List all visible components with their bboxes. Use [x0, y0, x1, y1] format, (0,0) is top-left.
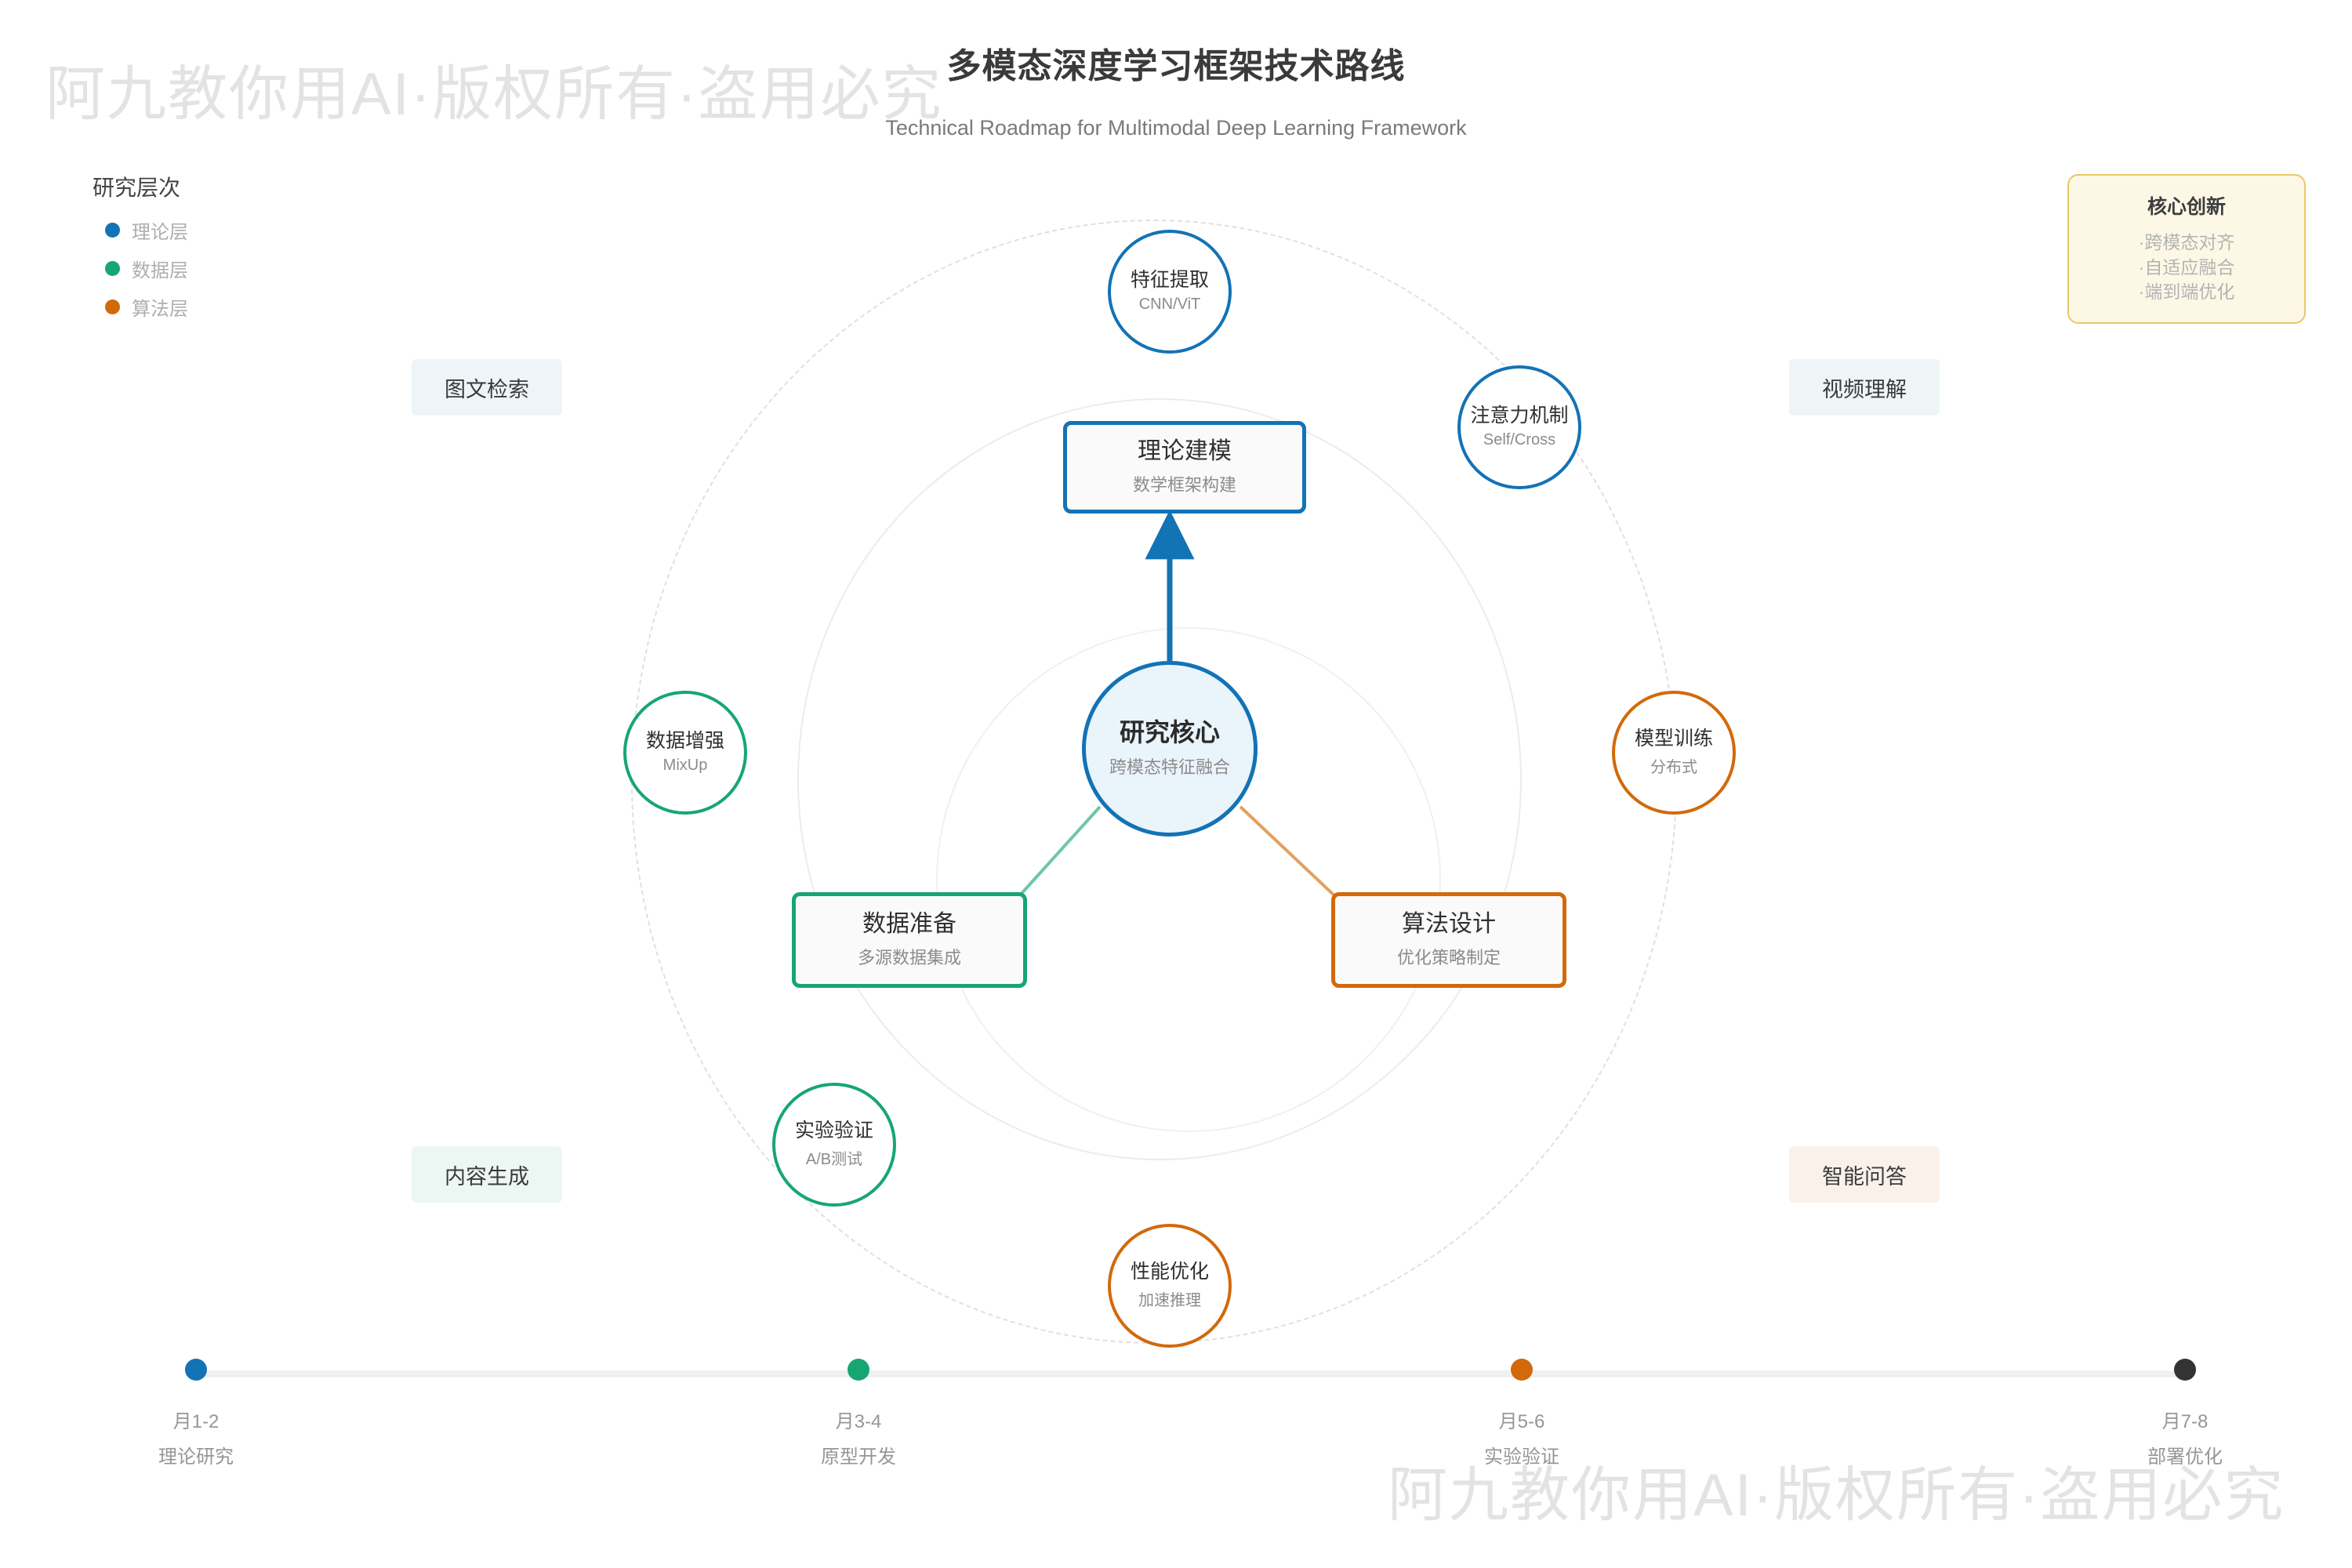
legend-item-label: 理论层: [132, 222, 188, 243]
timeline-period: 月7-8: [2161, 1411, 2209, 1432]
satellite-title: 性能优化: [1130, 1261, 1209, 1283]
timeline-label: 部署优化: [2147, 1446, 2223, 1468]
branch-data-preparation[interactable]: 数据准备 多源数据集成: [792, 892, 1027, 988]
branch-algorithm-design[interactable]: 算法设计 优化策略制定: [1331, 892, 1566, 988]
timeline-node-4[interactable]: 月7-8 部署优化: [2147, 1359, 2223, 1468]
satellite-subtitle: 分布式: [1650, 758, 1697, 776]
branch-title: 数据准备: [862, 911, 956, 938]
satellite-title: 特征提取: [1130, 269, 1209, 292]
branch-subtitle: 数学框架构建: [1132, 474, 1236, 495]
branch-theory-modeling[interactable]: 理论建模 数学框架构建: [1063, 421, 1306, 514]
innovation-item: 端到端优化: [2083, 280, 2290, 305]
application-tag-image-text-retrieval[interactable]: 图文检索: [412, 359, 562, 416]
satellite-title: 数据增强: [645, 730, 724, 753]
legend-dot-icon: [105, 223, 120, 238]
satellite-subtitle: A/B测试: [805, 1150, 863, 1168]
core-title: 研究核心: [1119, 717, 1220, 746]
legend-dot-icon: [105, 299, 120, 314]
satellite-subtitle: CNN/ViT: [1138, 295, 1201, 313]
innovation-item: 跨模态对齐: [2083, 230, 2290, 256]
timeline-node-3[interactable]: 月5-6 实验验证: [1484, 1359, 1559, 1468]
timeline-label: 原型开发: [821, 1446, 896, 1468]
satellite-model-training[interactable]: 模型训练 分布式: [1612, 691, 1736, 815]
timeline-track: [196, 1370, 2185, 1377]
legend-item-label: 数据层: [132, 260, 188, 281]
branch-subtitle: 优化策略制定: [1396, 947, 1501, 967]
legend: 研究层次 理论层 数据层 算法层: [93, 171, 188, 332]
timeline-node-1[interactable]: 月1-2 理论研究: [158, 1359, 234, 1468]
page-subtitle: Technical Roadmap for Multimodal Deep Le…: [885, 116, 1467, 140]
core-subtitle: 跨模态特征融合: [1109, 757, 1230, 778]
innovation-title: 核心创新: [2147, 196, 2226, 218]
timeline-dot-icon: [1511, 1359, 1533, 1381]
legend-title: 研究层次: [93, 176, 181, 200]
inner-ring-decoration: [936, 627, 1441, 1132]
legend-item-theory: 理论层: [105, 216, 188, 244]
branch-subtitle: 多源数据集成: [857, 947, 961, 967]
satellite-subtitle: Self/Cross: [1483, 430, 1556, 448]
innovation-item: 自适应融合: [2083, 256, 2290, 281]
legend-item-label: 算法层: [132, 299, 188, 320]
satellite-subtitle: MixUp: [662, 756, 708, 774]
legend-item-algorithm: 算法层: [105, 293, 188, 321]
timeline-period: 月3-4: [835, 1411, 882, 1432]
timeline-label: 理论研究: [158, 1446, 234, 1468]
timeline-node-2[interactable]: 月3-4 原型开发: [821, 1359, 896, 1468]
satellite-experiment-validation[interactable]: 实验验证 A/B测试: [772, 1083, 896, 1207]
satellite-feature-extraction[interactable]: 特征提取 CNN/ViT: [1108, 230, 1232, 354]
application-tag-intelligent-qa[interactable]: 智能问答: [1789, 1146, 1940, 1203]
timeline-dot-icon: [848, 1359, 869, 1381]
satellite-subtitle: 加速推理: [1138, 1291, 1201, 1309]
timeline-dot-icon: [2174, 1359, 2196, 1381]
application-tag-content-generation[interactable]: 内容生成: [412, 1146, 562, 1203]
middle-ring-decoration: [797, 398, 1522, 1160]
satellite-title: 实验验证: [794, 1120, 873, 1142]
research-core-node[interactable]: 研究核心 跨模态特征融合: [1082, 661, 1258, 837]
satellite-performance-optimization[interactable]: 性能优化 加速推理: [1108, 1224, 1232, 1348]
legend-dot-icon: [105, 261, 120, 276]
satellite-data-augmentation[interactable]: 数据增强 MixUp: [623, 691, 747, 815]
satellite-attention-mechanism[interactable]: 注意力机制 Self/Cross: [1457, 365, 1581, 489]
core-innovation-box: 核心创新 跨模态对齐 自适应融合 端到端优化: [2067, 174, 2306, 325]
legend-item-data: 数据层: [105, 255, 188, 282]
timeline-period: 月5-6: [1498, 1411, 1545, 1432]
satellite-title: 注意力机制: [1470, 405, 1569, 427]
timeline-dot-icon: [185, 1359, 207, 1381]
application-tag-video-understanding[interactable]: 视频理解: [1789, 359, 1940, 416]
branch-title: 理论建模: [1138, 438, 1232, 465]
timeline-period: 月1-2: [172, 1411, 220, 1432]
branch-title: 算法设计: [1402, 911, 1496, 938]
satellite-title: 模型训练: [1634, 728, 1713, 750]
page-title: 多模态深度学习框架技术路线: [946, 47, 1406, 85]
timeline-label: 实验验证: [1484, 1446, 1559, 1468]
